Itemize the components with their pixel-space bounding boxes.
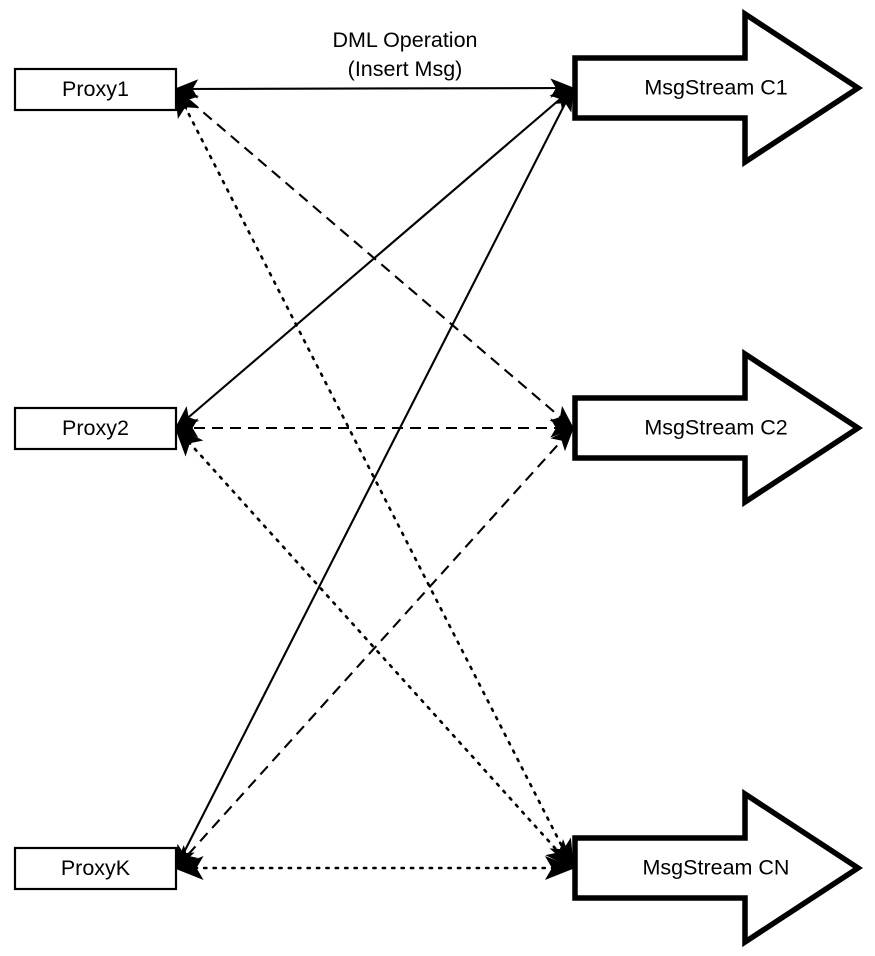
msgstream-arrow-shape-c1 (572, 8, 864, 168)
edge-caption-line1: DML Operation (333, 28, 478, 52)
proxy-label-proxy2: Proxy2 (62, 416, 129, 440)
msgstream-arrow-shape-cn (572, 788, 864, 948)
links-layer (173, 78, 576, 880)
msgstream-arrow-shape-c2 (572, 348, 864, 508)
msgstream-nodes-layer: MsgStream C1 MsgStream C2 MsgStream CN (572, 8, 864, 948)
proxy-box-proxy2 (13, 406, 178, 451)
proxy-label-proxyk: ProxyK (61, 856, 131, 880)
edge-caption-group: DML Operation (Insert Msg) (333, 28, 478, 81)
proxy-label-proxy1: Proxy1 (62, 77, 129, 101)
proxy-box-proxy1 (13, 67, 178, 112)
link-proxyk-to-c2 (174, 426, 575, 870)
msgstream-label-cn: MsgStream CN (643, 856, 790, 880)
msgstream-label-c2: MsgStream C2 (644, 416, 787, 440)
proxy-box-proxyk (13, 846, 178, 891)
msgstream-node-c2[interactable]: MsgStream C2 (572, 348, 864, 508)
msgstream-label-c1: MsgStream C1 (644, 76, 787, 100)
proxy-node-proxy2[interactable]: Proxy2 (13, 406, 178, 451)
proxy-node-proxy1[interactable]: Proxy1 (13, 67, 178, 112)
edge-caption-line2: (Insert Msg) (348, 57, 463, 81)
link-proxy1-to-c1 (173, 78, 575, 99)
msgstream-node-c1[interactable]: MsgStream C1 (572, 8, 864, 168)
proxy-node-proxyk[interactable]: ProxyK (13, 846, 178, 891)
msgstream-node-cn[interactable]: MsgStream CN (572, 788, 864, 948)
